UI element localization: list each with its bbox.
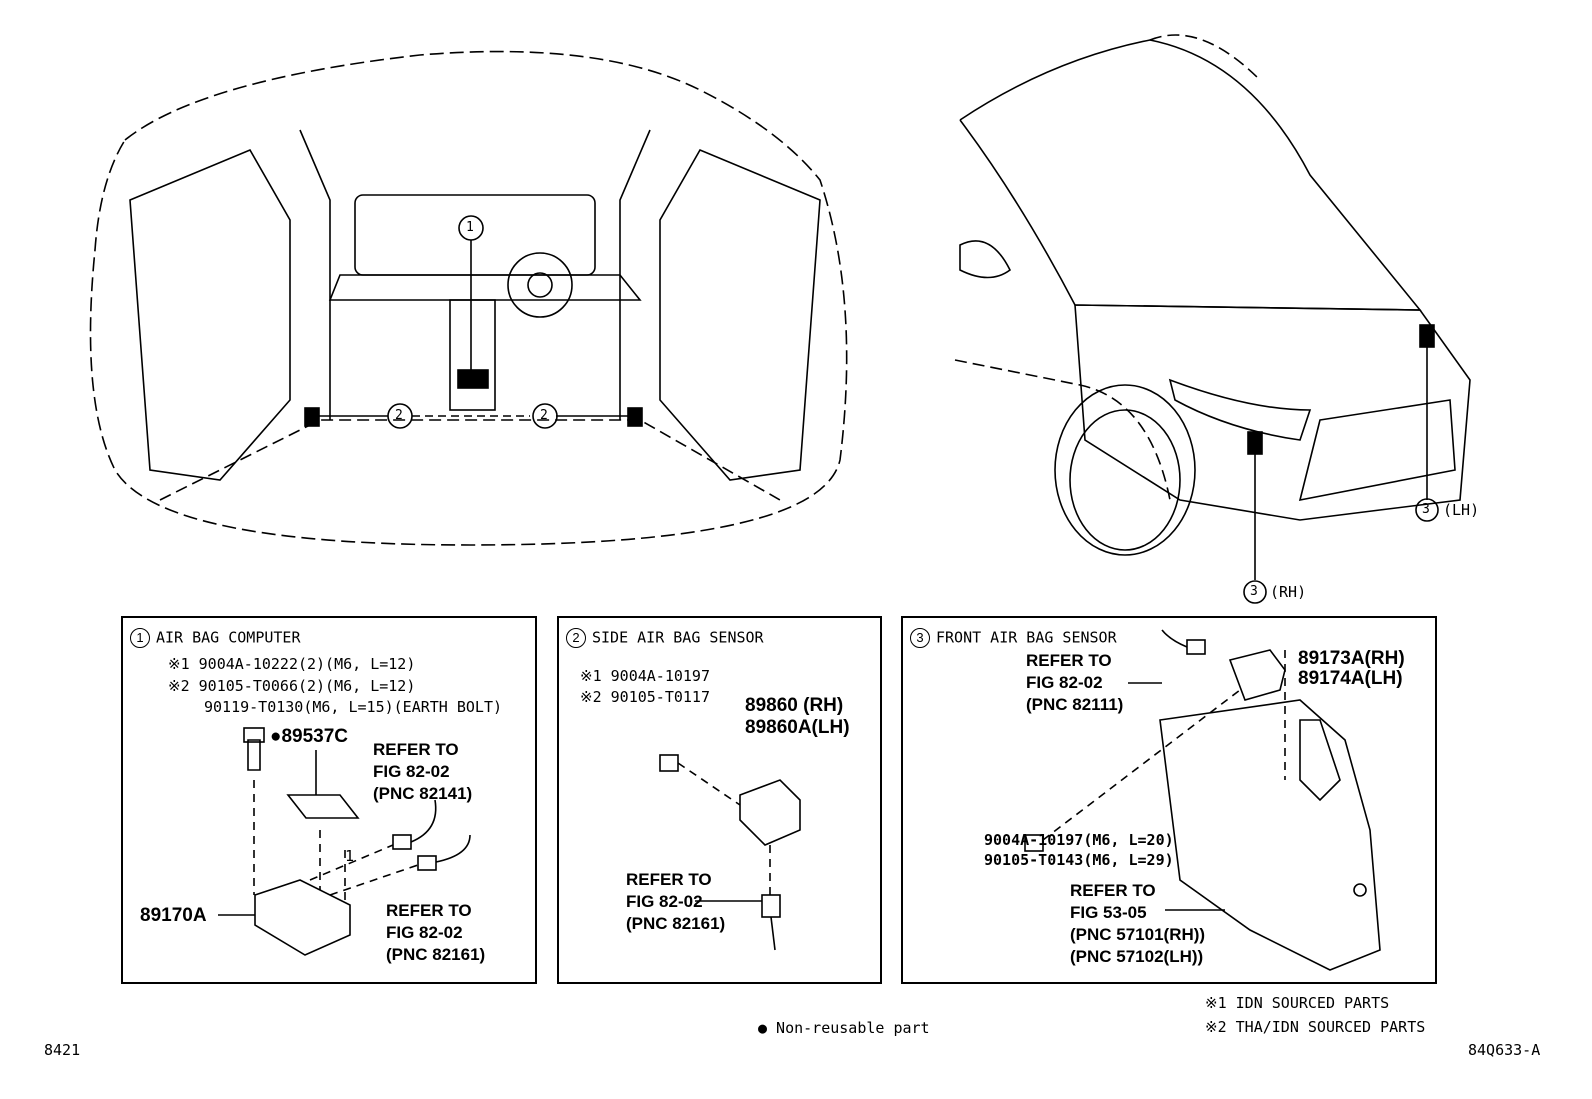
steering-wheel	[507, 252, 573, 318]
panel-3-refer2-b: FIG 53-05	[1070, 903, 1147, 922]
car-headlight	[1168, 378, 1312, 441]
car-hood	[959, 39, 1422, 311]
panel-2-bolt2: ※2 90105-T0117	[580, 688, 710, 706]
interior-seat-left	[129, 148, 291, 481]
front-sensor-part	[1228, 649, 1286, 701]
panel-1-refer2-a: REFER TO	[386, 901, 472, 920]
car-front	[1074, 304, 1471, 521]
interior-floor	[159, 419, 781, 501]
panel-3-refer1-b: FIG 82-02	[1026, 673, 1103, 692]
panel-3-refer2-d: (PNC 57102(LH))	[1070, 947, 1204, 966]
panel-2-part-lh: 89860A(LH)	[745, 717, 850, 738]
panel-front-sensor	[901, 616, 1437, 984]
interior-frame-right	[619, 129, 651, 420]
side-sensor-left-location	[304, 407, 320, 427]
panel-2-bolt1: ※1 9004A-10197	[580, 667, 710, 685]
panel-1-refer1-a: REFER TO	[373, 740, 459, 759]
callout-3-rh-side: (RH)	[1270, 583, 1307, 601]
panel-1-refer1-b: FIG 82-02	[373, 762, 450, 781]
car-fender	[954, 359, 1171, 501]
side-sensor-part	[739, 779, 801, 846]
panel-2-refer-c: (PNC 82161)	[626, 914, 726, 933]
callout-3-rh-num: 3	[1250, 584, 1258, 599]
panel-1-refer2-b: FIG 82-02	[386, 923, 463, 942]
earth-bolt	[247, 739, 261, 771]
panel-3-refer2-c: (PNC 57101(RH))	[1070, 925, 1206, 944]
car-wheel	[1054, 384, 1196, 556]
interior-boundary	[89, 50, 848, 546]
panel-1-qty: 1	[345, 847, 355, 865]
panel-2-refer-a: REFER TO	[626, 870, 712, 889]
panel-3-refer1-a: REFER TO	[1026, 651, 1112, 670]
panel-side-sensor	[557, 616, 882, 984]
note-2: ※2 THA/IDN SOURCED PARTS	[1205, 1018, 1426, 1036]
code-right: 84Q633-A	[1468, 1041, 1541, 1059]
callout-3-lh-side: (LH)	[1443, 501, 1480, 519]
interior-seat-right	[659, 148, 821, 481]
callout-3-lh-num: 3	[1422, 502, 1430, 517]
callout-1: 1	[466, 220, 474, 235]
code-left: 8421	[44, 1041, 81, 1059]
clip-89537c	[286, 794, 360, 819]
front-sensor-bolt	[1024, 834, 1044, 852]
note-1: ※1 IDN SOURCED PARTS	[1205, 994, 1390, 1012]
panel-1-clip-part: ●89537C	[270, 726, 349, 747]
center-console	[449, 299, 496, 411]
panel-2-refer-b: FIG 82-02	[626, 892, 703, 911]
panel-1-bolt1: ※1 9004A-10222(2)(M6, L=12)	[168, 655, 416, 673]
dashboard	[328, 274, 642, 301]
panel-2-part-rh: 89860 (RH)	[745, 695, 844, 716]
radiator-support	[1159, 699, 1381, 971]
interior-frame-left	[299, 129, 331, 420]
panel-3-refer2-a: REFER TO	[1070, 881, 1156, 900]
car-windshield	[1149, 34, 1261, 81]
panel-airbag-computer	[121, 616, 537, 984]
airbag-computer-location	[457, 369, 489, 389]
panel-3-refer1-c: (PNC 82111)	[1026, 695, 1124, 714]
side-sensor-right-location	[627, 407, 643, 427]
panel-3-part-rh: 89173A(RH)	[1298, 648, 1405, 669]
car-mirror	[959, 240, 1012, 279]
panel-3-bolt1: 9004A-10197(M6, L=20)	[984, 831, 1174, 849]
front-sensor-lh-location	[1419, 324, 1435, 348]
panel-3-part-lh: 89174A(LH)	[1298, 668, 1403, 689]
windshield	[354, 194, 596, 276]
callout-2-left: 2	[395, 408, 403, 423]
panel-1-bolt2: ※2 90105-T0066(2)(M6, L=12)	[168, 677, 416, 695]
airbag-computer-part	[254, 879, 351, 956]
panel-3-bolt2: 90105-T0143(M6, L=29)	[984, 851, 1174, 869]
car-grille	[1298, 399, 1456, 502]
panel-1-refer1-c: (PNC 82141)	[373, 784, 473, 803]
connector-82161	[417, 855, 437, 871]
front-sensor-rh-location	[1247, 431, 1263, 455]
panel-1-computer-part: 89170A	[140, 905, 207, 926]
legend-non-reusable: ● Non-reusable part	[758, 1019, 930, 1037]
panel-1-earth-bolt: 90119-T0130(M6, L=15)(EARTH BOLT)	[204, 698, 503, 716]
panel-1-refer2-c: (PNC 82161)	[386, 945, 486, 964]
callout-2-right: 2	[540, 408, 548, 423]
